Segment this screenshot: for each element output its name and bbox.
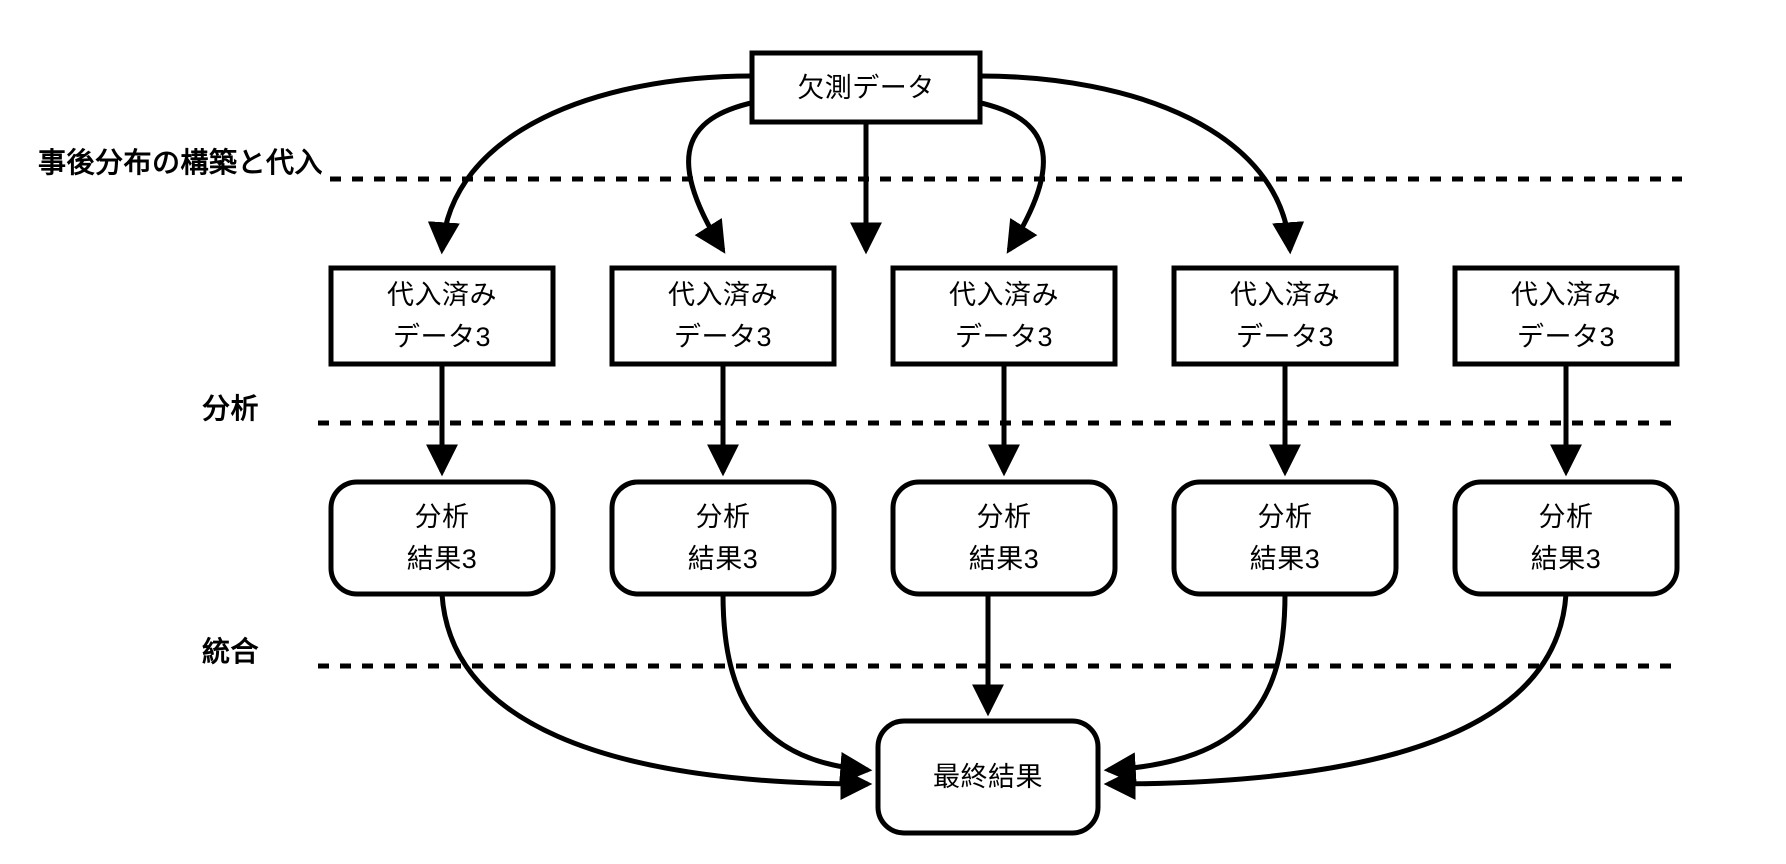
analysis-result-box-3[interactable] bbox=[890, 479, 1118, 597]
missing-data-box[interactable] bbox=[749, 50, 983, 125]
pooling-arrow-2 bbox=[720, 593, 873, 784]
analysis-result-box-1[interactable] bbox=[328, 479, 556, 597]
imputation-arrow-5 bbox=[979, 73, 1305, 255]
imputed-data-box-2[interactable] bbox=[609, 265, 837, 367]
stage-divider-lines bbox=[318, 176, 1682, 669]
analysis-arrows bbox=[425, 364, 1583, 477]
imputation-arrow-1 bbox=[427, 73, 753, 255]
pooling-arrow-4 bbox=[1103, 593, 1288, 785]
node-shapes bbox=[328, 50, 1680, 836]
imputation-arrow-4 bbox=[971, 98, 1046, 254]
imputed-data-box-4[interactable] bbox=[1171, 265, 1399, 367]
stage-label-pooling: 統合 bbox=[202, 636, 260, 667]
analysis-result-box-5[interactable] bbox=[1452, 479, 1680, 597]
imputation-arrows bbox=[427, 73, 1305, 255]
imputed-data-box-3[interactable] bbox=[890, 265, 1118, 367]
stage-label-analysis: 分析 bbox=[202, 393, 260, 424]
imputation-arrow-2 bbox=[686, 98, 761, 254]
imputed-data-box-1[interactable] bbox=[328, 265, 556, 367]
imputed-data-box-5[interactable] bbox=[1452, 265, 1680, 367]
pooling-arrows bbox=[439, 593, 1569, 801]
analysis-result-box-2[interactable] bbox=[609, 479, 837, 597]
pooling-arrow-5 bbox=[1103, 593, 1569, 801]
final-result-box[interactable] bbox=[875, 718, 1101, 836]
analysis-result-box-4[interactable] bbox=[1171, 479, 1399, 597]
pooling-arrow-1 bbox=[439, 593, 873, 801]
stage-label-posterior-imputation: 事後分布の構築と代入 bbox=[38, 147, 324, 178]
